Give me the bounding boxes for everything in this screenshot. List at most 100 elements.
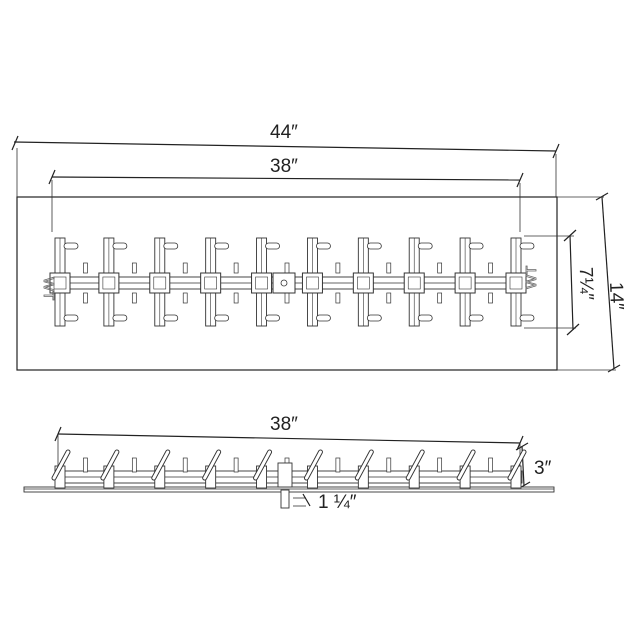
header-post [488,292,493,304]
side-nozzle-inner [304,450,322,480]
nozzle [163,242,179,250]
inlet-pipe: 1 ¼″ [277,462,357,513]
side-post [335,457,341,473]
burner-arm-side [405,449,425,489]
burner-arm-top [149,237,179,327]
nozzle [63,242,79,250]
cross-fitting-inner [255,276,268,290]
inlet-size-label: 1 ¼″ [318,492,357,513]
cross-fitting [403,272,425,294]
cross-fitting [505,272,527,294]
burner-arm-top [200,237,230,327]
nozzle [112,242,128,250]
header-post [233,262,239,274]
nozzle [316,314,331,322]
side-post [83,457,88,473]
burner-top-assembly: WT WT [40,237,540,327]
side-nozzle-inner [254,450,272,480]
cross-fitting-inner [509,276,523,290]
nozzle [265,242,280,250]
side-post [488,457,493,473]
burner-arm-top [251,237,280,327]
header-post [131,262,137,274]
side-post [131,457,137,473]
cross-fitting-inner [153,276,167,290]
header-post [335,292,341,304]
burner-arm-side [51,449,71,489]
cross-fitting [454,272,476,294]
nozzle [214,314,230,322]
nozzle [214,242,230,250]
burner-arm-top [98,237,128,327]
cross-fitting-inner [53,276,67,290]
side-post [182,457,188,473]
header-post [386,262,392,274]
top-view: 44″ 38″ 14″ 7¼″ [11,122,627,373]
cross-fitting [200,272,222,294]
nozzle [112,314,128,322]
side-nozzle-inner [457,450,475,480]
overall-width-dimension: 44″ [11,122,560,197]
pan-depth-dimension: 14″ [557,192,627,373]
side-length-label: 38″ [270,414,298,435]
pan-depth-label: 14″ [605,282,627,311]
side-post [233,457,239,473]
nozzle [468,242,484,250]
nozzle [519,242,535,250]
burner-arm-side [100,449,120,489]
nozzle [163,314,179,322]
burner-length-label: 38″ [270,156,298,177]
burner-arm-top [49,237,79,327]
header-post [233,292,239,304]
burner-arm-side [151,449,171,489]
burner-length-dimension: 38″ [48,156,524,232]
header-post [335,262,341,274]
nozzle [519,314,535,322]
burner-arm-top [301,237,331,327]
cross-fitting-inner [204,276,217,290]
cross-fitting-inner [306,276,319,290]
side-nozzle-inner [203,450,221,480]
burner-arm-side [456,449,476,489]
inlet-fitting [277,462,293,488]
header-post [83,292,88,304]
nozzle [265,314,280,322]
side-nozzle-inner [406,450,424,480]
burner-arm-side [507,449,527,489]
burner-arm-side [354,449,374,489]
side-nozzle-inner [355,450,373,480]
header-post [437,262,443,274]
burner-arm-top [454,237,484,327]
side-post [386,457,392,473]
header-post [131,292,137,304]
side-length-dimension: 38″ [54,414,524,466]
side-nozzle-inner [52,450,70,480]
nozzle [63,314,79,322]
cross-fitting [352,272,374,294]
header-post [284,292,290,304]
header-post [182,292,188,304]
cross-fitting-inner [458,276,472,290]
cross-fitting-inner [102,276,116,290]
nozzle [417,314,433,322]
nozzle [468,314,484,322]
burner-depth-label: 7¼″ [575,267,597,301]
header-post [83,262,88,274]
header-post [284,262,290,274]
burner-depth-dimension: 7¼″ [524,229,597,336]
burner-arm-top [403,237,433,327]
side-view: 38″ 3″ 1 ¼″ [23,414,555,513]
side-nozzle-inner [152,450,170,480]
nozzle [417,242,433,250]
header-post [182,262,188,274]
cross-fitting [301,272,323,294]
cross-fitting [98,272,120,294]
overall-width-label: 44″ [270,122,298,143]
burner-arm-side [253,449,273,489]
nozzle [366,314,382,322]
cross-fitting [251,272,273,294]
cross-fitting [49,272,71,294]
center-inlet-top [272,272,296,294]
height-label: 3″ [534,458,552,479]
